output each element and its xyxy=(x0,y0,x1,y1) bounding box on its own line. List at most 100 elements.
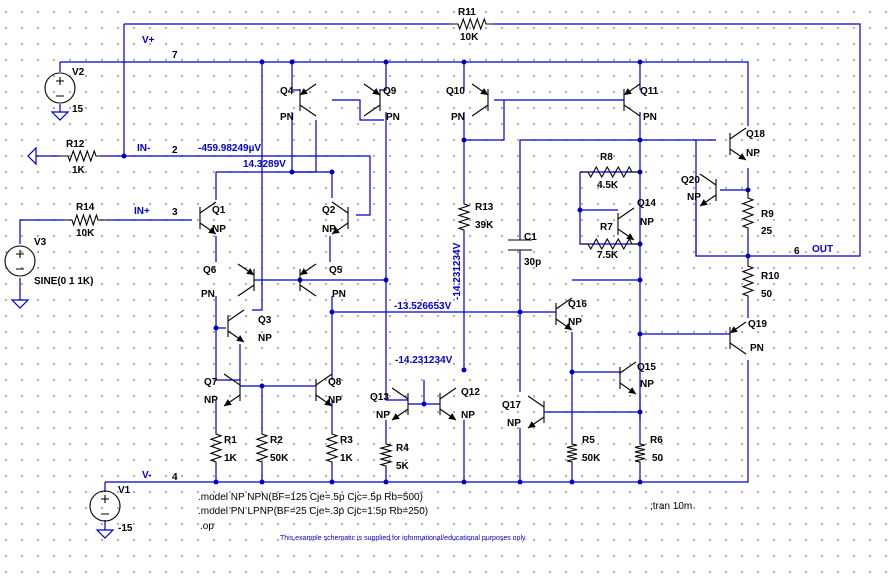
resistor-r12[interactable] xyxy=(60,149,104,163)
q13-name: Q13 xyxy=(370,392,389,403)
labels: V+ 7 IN- 2 IN+ 3 V- 4 OUT 6 -459.98249µV… xyxy=(34,7,833,542)
r1-name: R1 xyxy=(224,435,237,446)
q20-model: NP xyxy=(687,192,701,203)
resistor-r5[interactable] xyxy=(566,440,578,466)
transistor-q5[interactable] xyxy=(299,263,317,297)
r11-name: R11 xyxy=(458,7,476,18)
q12-model: NP xyxy=(461,410,475,421)
q17-name: Q17 xyxy=(502,400,521,411)
transistor-q18[interactable] xyxy=(729,127,747,161)
resistor-r11[interactable] xyxy=(450,17,494,31)
r8-name: R8 xyxy=(600,152,613,163)
transistor-q19[interactable] xyxy=(729,321,747,355)
directive-model-np: .model NP NPN(BF=125 Cje=.5p Cjc=.5p Rb=… xyxy=(198,492,423,503)
q11-name: Q11 xyxy=(640,86,659,97)
q3-model: NP xyxy=(258,333,272,344)
q19-model: PN xyxy=(750,343,764,354)
transistor-q11[interactable] xyxy=(623,83,641,117)
q1-model: NP xyxy=(212,224,226,235)
r13-value: 39K xyxy=(475,220,494,231)
c1-value: 30p xyxy=(524,257,541,268)
q6-name: Q6 xyxy=(203,265,217,276)
resistor-r1[interactable] xyxy=(209,430,223,466)
q7-model: NP xyxy=(204,395,218,406)
c1-name: C1 xyxy=(524,232,537,243)
transistor-q3[interactable] xyxy=(227,309,245,343)
transistor-q6[interactable] xyxy=(237,263,255,297)
node-3-label: 3 xyxy=(172,207,178,218)
r4-name: R4 xyxy=(396,443,409,454)
q2-name: Q2 xyxy=(322,205,336,216)
capacitor-c1[interactable] xyxy=(508,239,532,251)
r2-value: 50K xyxy=(270,453,289,464)
v1-name: V1 xyxy=(118,485,131,496)
ground-symbols xyxy=(10,111,115,539)
resistor-r8[interactable] xyxy=(580,165,640,179)
q12-name: Q12 xyxy=(461,387,480,398)
transistor-q10[interactable] xyxy=(471,83,489,117)
r1-value: 1K xyxy=(224,453,238,464)
r9-value: 25 xyxy=(761,226,773,237)
voltage-source-v3[interactable] xyxy=(4,245,36,277)
resistor-r10[interactable] xyxy=(741,262,755,300)
r13-name: R13 xyxy=(475,202,494,213)
net-label-vplus: V+ xyxy=(142,35,155,46)
q8-name: Q8 xyxy=(328,377,342,388)
voltage-source-v2[interactable] xyxy=(44,72,76,104)
directive-op: .op xyxy=(200,521,214,532)
net-label-inminus: IN- xyxy=(137,143,150,154)
q3-name: Q3 xyxy=(258,315,272,326)
node-6-label: 6 xyxy=(794,246,800,257)
voltage-readout-q1q2: 14.3289V xyxy=(243,159,286,170)
q1-name: Q1 xyxy=(212,205,226,216)
transistor-q16[interactable] xyxy=(555,297,573,331)
q14-name: Q14 xyxy=(637,198,656,209)
q8-model: NP xyxy=(328,395,342,406)
resistors xyxy=(60,17,755,470)
transistor-q14[interactable] xyxy=(617,207,635,241)
net-label-out: OUT xyxy=(812,244,833,255)
transistor-q17[interactable] xyxy=(527,395,545,429)
q10-name: Q10 xyxy=(446,86,465,97)
resistor-r6[interactable] xyxy=(634,440,646,466)
transistor-q9[interactable] xyxy=(363,83,381,117)
transistor-q15[interactable] xyxy=(619,361,637,395)
r2-name: R2 xyxy=(270,435,283,446)
resistor-r14[interactable] xyxy=(64,213,106,227)
r3-name: R3 xyxy=(340,435,353,446)
voltage-source-v1[interactable] xyxy=(89,490,121,522)
q19-name: Q19 xyxy=(748,319,767,330)
q14-model: NP xyxy=(640,217,654,228)
q18-name: Q18 xyxy=(746,129,765,140)
transistor-q8[interactable] xyxy=(315,373,333,407)
q11-model: PN xyxy=(643,112,657,123)
transistor-q12[interactable] xyxy=(439,387,457,421)
resistor-r3[interactable] xyxy=(325,430,339,466)
q9-model: PN xyxy=(386,112,400,123)
resistor-r7[interactable] xyxy=(580,237,640,251)
voltage-readout-vertical: -14.231234V xyxy=(452,242,463,300)
q15-name: Q15 xyxy=(637,362,656,373)
resistor-r2[interactable] xyxy=(255,430,269,466)
q20-name: Q20 xyxy=(681,175,700,186)
q5-name: Q5 xyxy=(329,265,343,276)
resistor-r9[interactable] xyxy=(741,190,755,236)
transistor-q2[interactable] xyxy=(331,201,349,235)
resistor-r13[interactable] xyxy=(457,200,471,234)
transistor-q4[interactable] xyxy=(299,83,317,117)
voltage-readout-inminus: -459.98249µV xyxy=(198,143,261,154)
transistor-q13[interactable] xyxy=(391,387,409,421)
resistor-r4[interactable] xyxy=(378,440,394,470)
q16-model: NP xyxy=(568,317,582,328)
transistors xyxy=(199,83,747,429)
voltage-readout-q12: -14.231234V xyxy=(395,355,453,366)
junction-dots xyxy=(121,59,751,485)
r12-value: 1K xyxy=(72,165,86,176)
r6-value: 50 xyxy=(652,453,664,464)
transistor-q1[interactable] xyxy=(199,201,217,235)
transistor-q7[interactable] xyxy=(223,373,241,407)
transistor-q20[interactable] xyxy=(699,173,717,207)
q5-model: PN xyxy=(332,289,346,300)
